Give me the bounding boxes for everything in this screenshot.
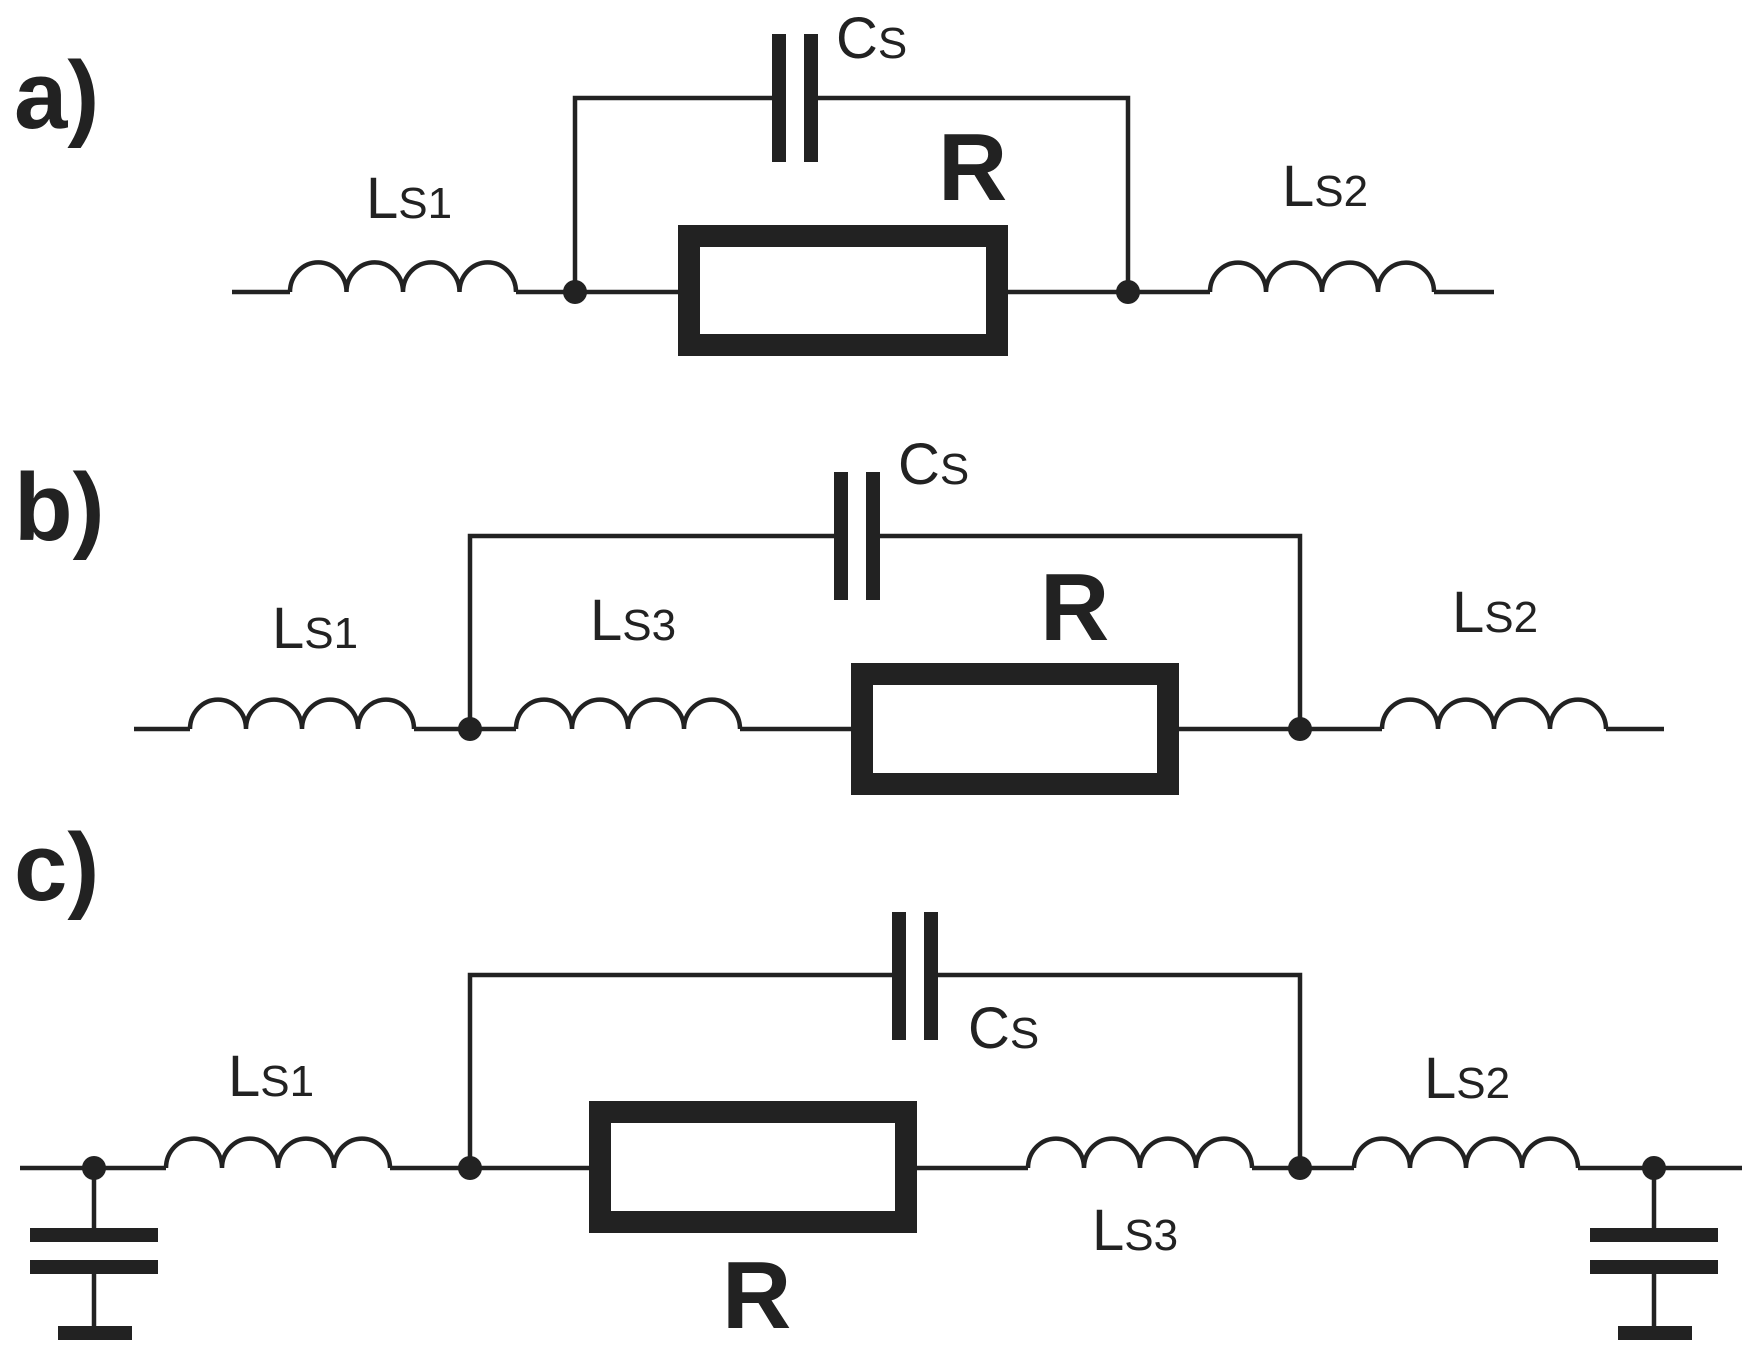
panel-a: a) R CS LS1 LS2	[14, 6, 1494, 356]
inductor-label-ls2: LS2	[1452, 580, 1538, 645]
inductor-ls2	[1207, 260, 1437, 293]
wire	[467, 972, 892, 1168]
wire	[818, 95, 1131, 292]
shunt-capacitor-left-plate	[30, 1260, 158, 1274]
junction-node	[563, 280, 587, 304]
capacitor-cs-plate	[866, 472, 880, 600]
inductor-label-ls2: LS2	[1282, 154, 1368, 219]
inductor-ls1	[287, 260, 519, 293]
capacitor-label: CS	[898, 432, 969, 497]
inductor-label-ls3: LS3	[1092, 1198, 1178, 1263]
junction-node	[1288, 1156, 1312, 1180]
junction-node	[1288, 717, 1312, 741]
capacitor-cs	[772, 34, 786, 162]
junction-node	[1116, 280, 1140, 304]
capacitor-cs	[834, 472, 848, 600]
resistor	[678, 225, 1008, 356]
capacitor-label: CS	[968, 996, 1039, 1061]
inductor-ls1	[163, 1136, 393, 1169]
inductor-label-ls1: LS1	[366, 166, 452, 231]
inductor-label-ls1: LS1	[228, 1044, 314, 1109]
shunt-capacitor-left	[30, 1228, 158, 1242]
inductor-ls2	[1351, 1136, 1581, 1169]
resistor-label: R	[722, 1242, 791, 1349]
inductor-label-ls1: LS1	[272, 596, 358, 661]
resistor-label: R	[938, 114, 1007, 221]
wire	[467, 533, 834, 729]
inductor-label-ls3: LS3	[590, 588, 676, 653]
panel-a-tag: a)	[14, 42, 99, 149]
capacitor-label: CS	[836, 6, 907, 71]
resistor	[851, 663, 1179, 795]
capacitor-cs-plate	[804, 34, 818, 162]
ground-right	[1618, 1326, 1692, 1340]
wire	[572, 95, 772, 292]
wire	[938, 972, 1303, 1168]
junction-node	[82, 1156, 106, 1180]
inductor-ls3	[1025, 1136, 1255, 1169]
shunt-capacitor-right-plate	[1590, 1260, 1718, 1274]
inductor-ls3	[513, 697, 743, 730]
junction-node	[458, 717, 482, 741]
resistor	[589, 1101, 917, 1233]
inductor-ls1	[187, 697, 417, 730]
wire	[880, 533, 1303, 729]
capacitor-cs-plate	[924, 912, 938, 1040]
panel-b-tag: b)	[14, 454, 105, 561]
junction-node	[1642, 1156, 1666, 1180]
junction-node	[458, 1156, 482, 1180]
shunt-capacitor-right	[1590, 1228, 1718, 1242]
capacitor-cs	[892, 912, 906, 1040]
ground-left	[58, 1326, 132, 1340]
inductor-ls2	[1379, 697, 1609, 730]
resistor-label: R	[1040, 554, 1109, 661]
panel-b: b) R CS LS1 LS3 LS2	[14, 432, 1664, 795]
panel-c-tag: c)	[14, 814, 99, 921]
inductor-label-ls2: LS2	[1424, 1046, 1510, 1111]
panel-c: c) R CS LS1 LS3 LS2	[14, 814, 1742, 1349]
